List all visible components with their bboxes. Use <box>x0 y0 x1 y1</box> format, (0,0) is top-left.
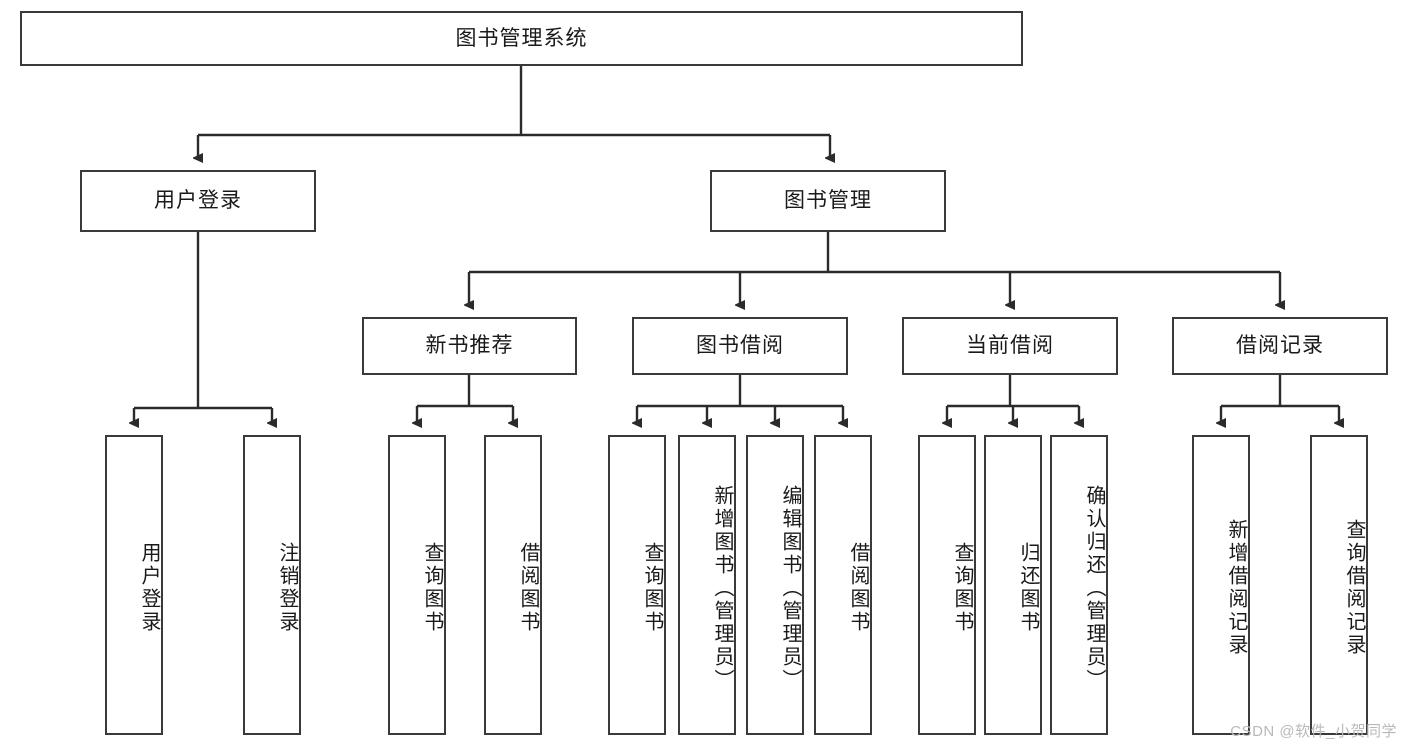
node-label: 新书推荐 <box>425 334 514 358</box>
node-label: 图书借阅 <box>696 334 784 358</box>
node-label: 确认归还（管理员） <box>1083 484 1105 692</box>
leaf-add-borrow-record[interactable]: 新增借阅记录 <box>1192 435 1250 735</box>
node-label: 用户登录 <box>154 189 242 213</box>
leaf-borrow-book-recommend[interactable]: 借阅图书 <box>484 435 542 735</box>
node-label: 查询图书 <box>951 542 973 634</box>
node-label: 图书管理系统 <box>455 26 588 50</box>
leaf-return-book[interactable]: 归还图书 <box>984 435 1042 735</box>
node-new-book-recommend[interactable]: 新书推荐 <box>362 317 577 375</box>
node-label: 借阅图书 <box>517 542 539 634</box>
node-label: 查询借阅记录 <box>1343 519 1365 657</box>
leaf-query-borrow-record[interactable]: 查询借阅记录 <box>1310 435 1368 735</box>
leaf-user-login[interactable]: 用户登录 <box>105 435 163 735</box>
leaf-borrow-book[interactable]: 借阅图书 <box>814 435 872 735</box>
node-label: 新增借阅记录 <box>1225 519 1247 657</box>
node-label: 新增图书（管理员） <box>711 484 733 692</box>
node-label: 借阅图书 <box>847 542 869 634</box>
leaf-query-book-current[interactable]: 查询图书 <box>918 435 976 735</box>
node-current-borrow[interactable]: 当前借阅 <box>902 317 1118 375</box>
leaf-query-book-borrow[interactable]: 查询图书 <box>608 435 666 735</box>
leaf-add-book-admin[interactable]: 新增图书（管理员） <box>678 435 736 735</box>
node-label: 查询图书 <box>421 542 443 634</box>
node-label: 用户登录 <box>138 542 160 634</box>
node-label: 归还图书 <box>1017 542 1039 634</box>
node-book-borrow[interactable]: 图书借阅 <box>632 317 848 375</box>
node-label: 编辑图书（管理员） <box>779 484 801 692</box>
leaf-confirm-return-admin[interactable]: 确认归还（管理员） <box>1050 435 1108 735</box>
node-book-management-system[interactable]: 图书管理系统 <box>20 11 1023 66</box>
node-label: 注销登录 <box>276 542 298 634</box>
node-book-management[interactable]: 图书管理 <box>710 170 946 232</box>
leaf-user-logout[interactable]: 注销登录 <box>243 435 301 735</box>
node-label: 当前借阅 <box>966 334 1054 358</box>
node-label: 图书管理 <box>784 189 872 213</box>
leaf-query-book-recommend[interactable]: 查询图书 <box>388 435 446 735</box>
node-label: 借阅记录 <box>1236 334 1324 358</box>
node-label: 查询图书 <box>641 542 663 634</box>
csdn-watermark: CSDN @软件_小贺同学 <box>1230 723 1397 740</box>
leaf-edit-book-admin[interactable]: 编辑图书（管理员） <box>746 435 804 735</box>
node-borrow-record[interactable]: 借阅记录 <box>1172 317 1388 375</box>
node-user-login[interactable]: 用户登录 <box>80 170 316 232</box>
